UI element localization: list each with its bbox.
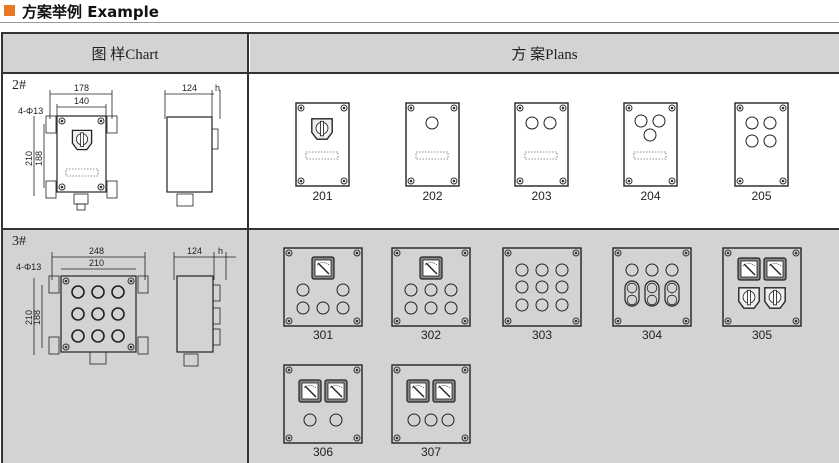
plan-panel-303 <box>502 247 582 327</box>
plan-panel-204 <box>623 102 678 187</box>
dim-height-inner: 188 <box>34 151 44 166</box>
dim-height-outer: 210 <box>24 151 34 166</box>
row3-tag: 3# <box>12 234 26 249</box>
header-chart: 图 样Chart <box>2 34 248 72</box>
plan-label: 305 <box>751 328 773 342</box>
table-border <box>2 228 839 230</box>
dim-depth: 124 <box>182 83 197 93</box>
table-border <box>2 72 839 74</box>
dim-width-outer: 178 <box>74 83 89 93</box>
plan-label: 301 <box>312 328 334 342</box>
plan-panel-205 <box>734 102 789 187</box>
header-plans: 方 案Plans <box>250 34 839 72</box>
dim-width-outer: 248 <box>89 246 104 256</box>
plan-label: 201 <box>312 189 333 203</box>
dim-depth: 124 <box>187 246 202 256</box>
plan-label: 303 <box>531 328 553 342</box>
dim-height-outer: 210 <box>24 310 34 325</box>
plan-label: 204 <box>640 189 661 203</box>
title-divider <box>0 22 839 23</box>
plan-label: 306 <box>312 445 334 459</box>
dim-h: h <box>218 246 223 256</box>
plan-panel-201 <box>295 102 350 187</box>
plan-panel-307 <box>391 364 471 444</box>
plan-label: 302 <box>420 328 442 342</box>
plan-label: 203 <box>531 189 552 203</box>
dim-holes: 4-Φ13 <box>16 262 41 272</box>
dim-width-inner: 210 <box>89 258 104 268</box>
plan-label: 205 <box>751 189 772 203</box>
plan-panel-203 <box>514 102 569 187</box>
title-accent-square <box>4 5 15 16</box>
plan-panel-305 <box>722 247 802 327</box>
plan-panel-302 <box>391 247 471 327</box>
plan-label: 202 <box>422 189 443 203</box>
plan-panel-301 <box>283 247 363 327</box>
row2-tag: 2# <box>12 78 26 93</box>
section-title: 方案举例 Example <box>22 3 159 21</box>
plan-label: 304 <box>641 328 663 342</box>
table-border <box>247 32 249 463</box>
table-border <box>1 32 3 463</box>
row2-chart-drawing: 178 140 4-Φ13 210 188 124 h <box>18 83 221 211</box>
dim-h: h <box>215 83 220 93</box>
row3-chart-drawing: 248 210 4-Φ13 210 188 124 h <box>16 246 236 367</box>
dim-width-inner: 140 <box>74 96 89 106</box>
table-border <box>2 32 839 34</box>
plan-panel-306 <box>283 364 363 444</box>
dim-holes: 4-Φ13 <box>18 106 43 116</box>
plan-label: 307 <box>420 445 442 459</box>
plan-panel-202 <box>405 102 460 187</box>
dim-height-inner: 188 <box>32 310 42 325</box>
plan-panel-304 <box>612 247 692 327</box>
